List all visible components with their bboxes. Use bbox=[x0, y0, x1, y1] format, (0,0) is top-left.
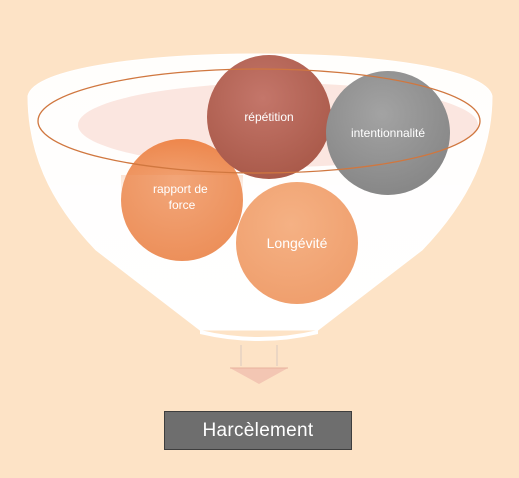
label-rapport-de-force: rapport de force bbox=[153, 182, 211, 212]
down-arrow-icon bbox=[230, 345, 288, 384]
label-intentionnalite: intentionnalité bbox=[351, 126, 425, 140]
circle-intentionnalite: intentionnalité bbox=[326, 71, 450, 195]
label-repetition: répétition bbox=[244, 110, 293, 124]
circle-repetition: répétition bbox=[207, 55, 331, 179]
result-box-harcelement: Harcèlement bbox=[164, 411, 352, 450]
circle-longevite: Longévité bbox=[236, 182, 358, 304]
result-label: Harcèlement bbox=[202, 419, 314, 441]
label-longevite: Longévité bbox=[267, 235, 328, 251]
funnel-spout bbox=[200, 330, 318, 341]
funnel-rim-ellipse bbox=[37, 68, 481, 174]
